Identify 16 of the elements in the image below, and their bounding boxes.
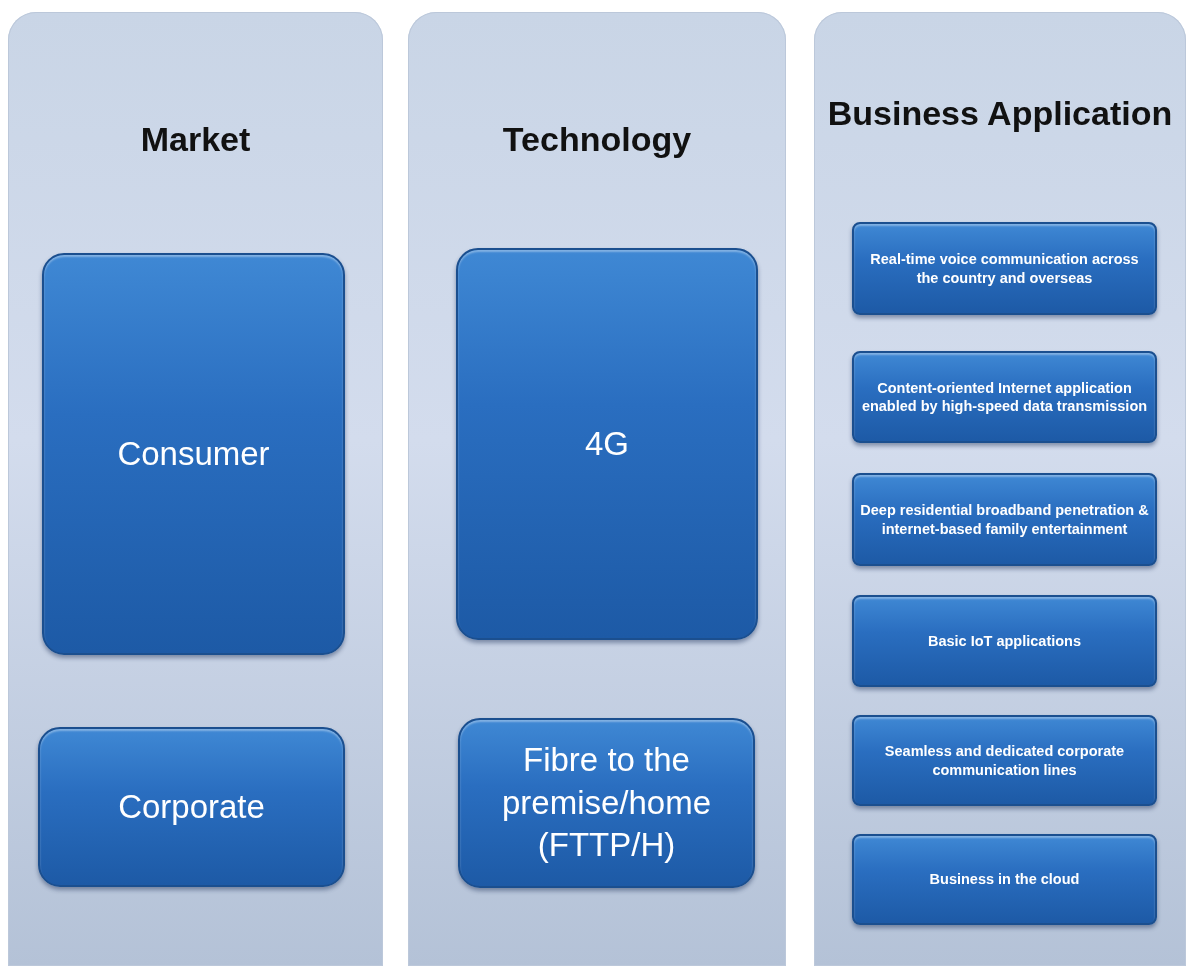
category-column <box>8 12 383 966</box>
column-heading: Technology <box>501 119 693 160</box>
item-box: Corporate <box>38 727 345 887</box>
column-heading: Business Application <box>826 93 1174 134</box>
category-column <box>814 12 1186 966</box>
item-box: Content-oriented Internet application enabled by high-speed data transmission <box>852 351 1157 443</box>
category-column <box>408 12 786 966</box>
item-box: Real-time voice communication across the country and overseas <box>852 222 1157 315</box>
item-box: Seamless and dedicated corporate communication lines <box>852 715 1157 806</box>
item-box: Consumer <box>42 253 345 655</box>
item-box: Business in the cloud <box>852 834 1157 925</box>
item-box: Basic IoT applications <box>852 595 1157 687</box>
item-box: 4G <box>456 248 758 640</box>
column-heading: Market <box>139 119 252 160</box>
item-box: Fibre to the premise/home (FTTP/H) <box>458 718 755 888</box>
item-box: Deep residential broadband penetration & internet-based family entertainment <box>852 473 1157 566</box>
